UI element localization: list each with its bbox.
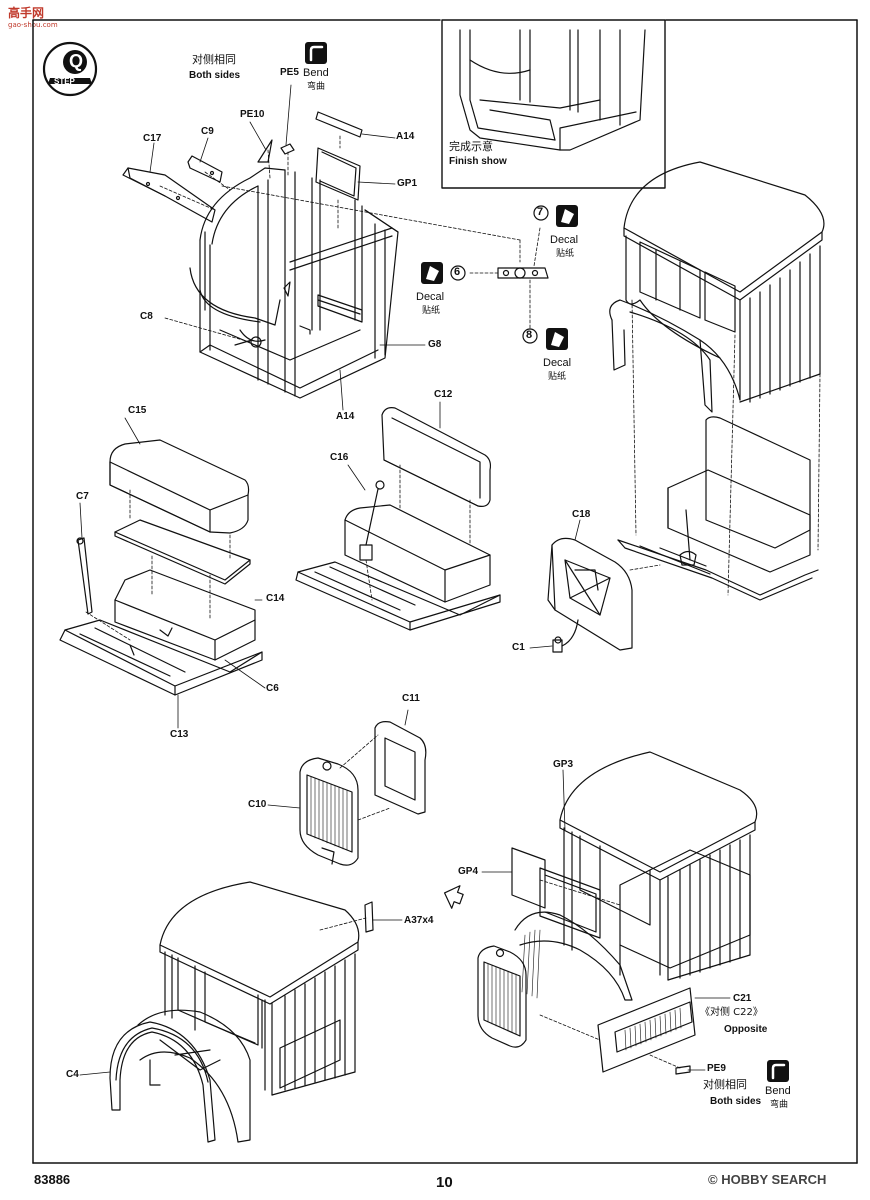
decal-label-en-6: Decal [416, 291, 445, 303]
both-sides-en-top: Both sides [189, 70, 241, 81]
part-label-C10: C10 [248, 799, 267, 810]
part-label-C17: C17 [143, 133, 162, 144]
part-label-C1: C1 [512, 642, 525, 653]
product-code: 83886 [34, 1172, 71, 1187]
both-sides-cn-bottom: 对侧相同 [703, 1078, 747, 1091]
part-label-GP3: GP3 [553, 759, 574, 770]
bend-label-cn-top: 弯曲 [307, 82, 326, 92]
bend-label-cn-bottom: 弯曲 [770, 1100, 789, 1110]
finish-show-cab-illustration [459, 29, 646, 151]
opposite-cn: 《对侧 C22》 [700, 1007, 763, 1018]
watermark-bottom-right-text: HOBBY SEARCH [721, 1172, 827, 1187]
dashboard-instrument-panel [469, 227, 549, 331]
part-label-C21: C21 [733, 993, 752, 1004]
bend-label-en-top: Bend [303, 67, 329, 79]
part-label-A14-top: A14 [396, 131, 415, 142]
finish-show-cn: 完成示意 [449, 140, 493, 153]
decal-number-7: 7 [537, 206, 544, 218]
decal-label-cn-7: 贴纸 [556, 249, 575, 259]
cab-hood-assembly [79, 881, 403, 1143]
part-label-C4: C4 [66, 1069, 79, 1080]
finish-show-box [441, 19, 666, 189]
decal-label-cn-6: 贴纸 [422, 306, 441, 316]
watermark-top-left-text: 高手网 [8, 6, 45, 20]
copyright-symbol: © [708, 1172, 718, 1187]
part-label-C13: C13 [170, 729, 189, 740]
step-badge-icon [42, 41, 98, 97]
part-label-C7: C7 [76, 491, 89, 502]
part-label-C11: C11 [402, 693, 420, 704]
bend-label-en-bottom: Bend [765, 1085, 791, 1097]
decal-number-6: 6 [454, 266, 461, 278]
cab-roof-assembly [609, 161, 825, 601]
part-label-C16: C16 [330, 452, 349, 463]
part-label-A37x4: A37x4 [404, 915, 434, 926]
decal-label-en-8: Decal [543, 357, 572, 369]
part-label-GP1: GP1 [397, 178, 418, 189]
firewall-dashboard-assembly [529, 519, 661, 653]
part-label-C6: C6 [266, 683, 279, 694]
part-label-C14: C14 [266, 593, 285, 604]
part-label-A14-bottom: A14 [336, 411, 355, 422]
cab-final-assembly [477, 751, 758, 1075]
opposite-en: Opposite [724, 1024, 768, 1035]
hollow-arrow-icon [443, 885, 464, 909]
step-label: STEP [54, 77, 75, 86]
both-sides-cn-top: 对侧相同 [192, 53, 236, 66]
part-label-G8: G8 [428, 339, 442, 350]
step-number: Q [69, 51, 84, 71]
radiator-assembly [267, 709, 427, 866]
part-label-C18: C18 [572, 509, 591, 520]
seat-assembly [59, 417, 266, 729]
part-label-C9: C9 [201, 126, 214, 137]
decal-label-en-7: Decal [550, 234, 579, 246]
page-number: 10 [436, 1174, 453, 1191]
part-label-PE9: PE9 [707, 1063, 726, 1074]
part-label-C15: C15 [128, 405, 147, 416]
part-label-C8: C8 [140, 311, 153, 322]
bench-backrest-assembly [295, 401, 501, 631]
part-label-PE10: PE10 [240, 109, 265, 120]
part-label-PE5: PE5 [280, 67, 299, 78]
decal-number-circles [450, 205, 549, 344]
part-label-C12: C12 [434, 389, 453, 400]
decal-label-cn-8: 贴纸 [548, 372, 567, 382]
cab-frame-assembly [122, 84, 521, 411]
finish-show-en: Finish show [449, 156, 507, 167]
decal-number-8: 8 [526, 329, 533, 341]
bend-icon [305, 42, 789, 1082]
part-label-GP4: GP4 [458, 866, 479, 877]
decal-icon [421, 205, 578, 350]
both-sides-en-bottom: Both sides [710, 1096, 762, 1107]
watermark-bottom-right: © HOBBY SEARCH [708, 1172, 826, 1187]
